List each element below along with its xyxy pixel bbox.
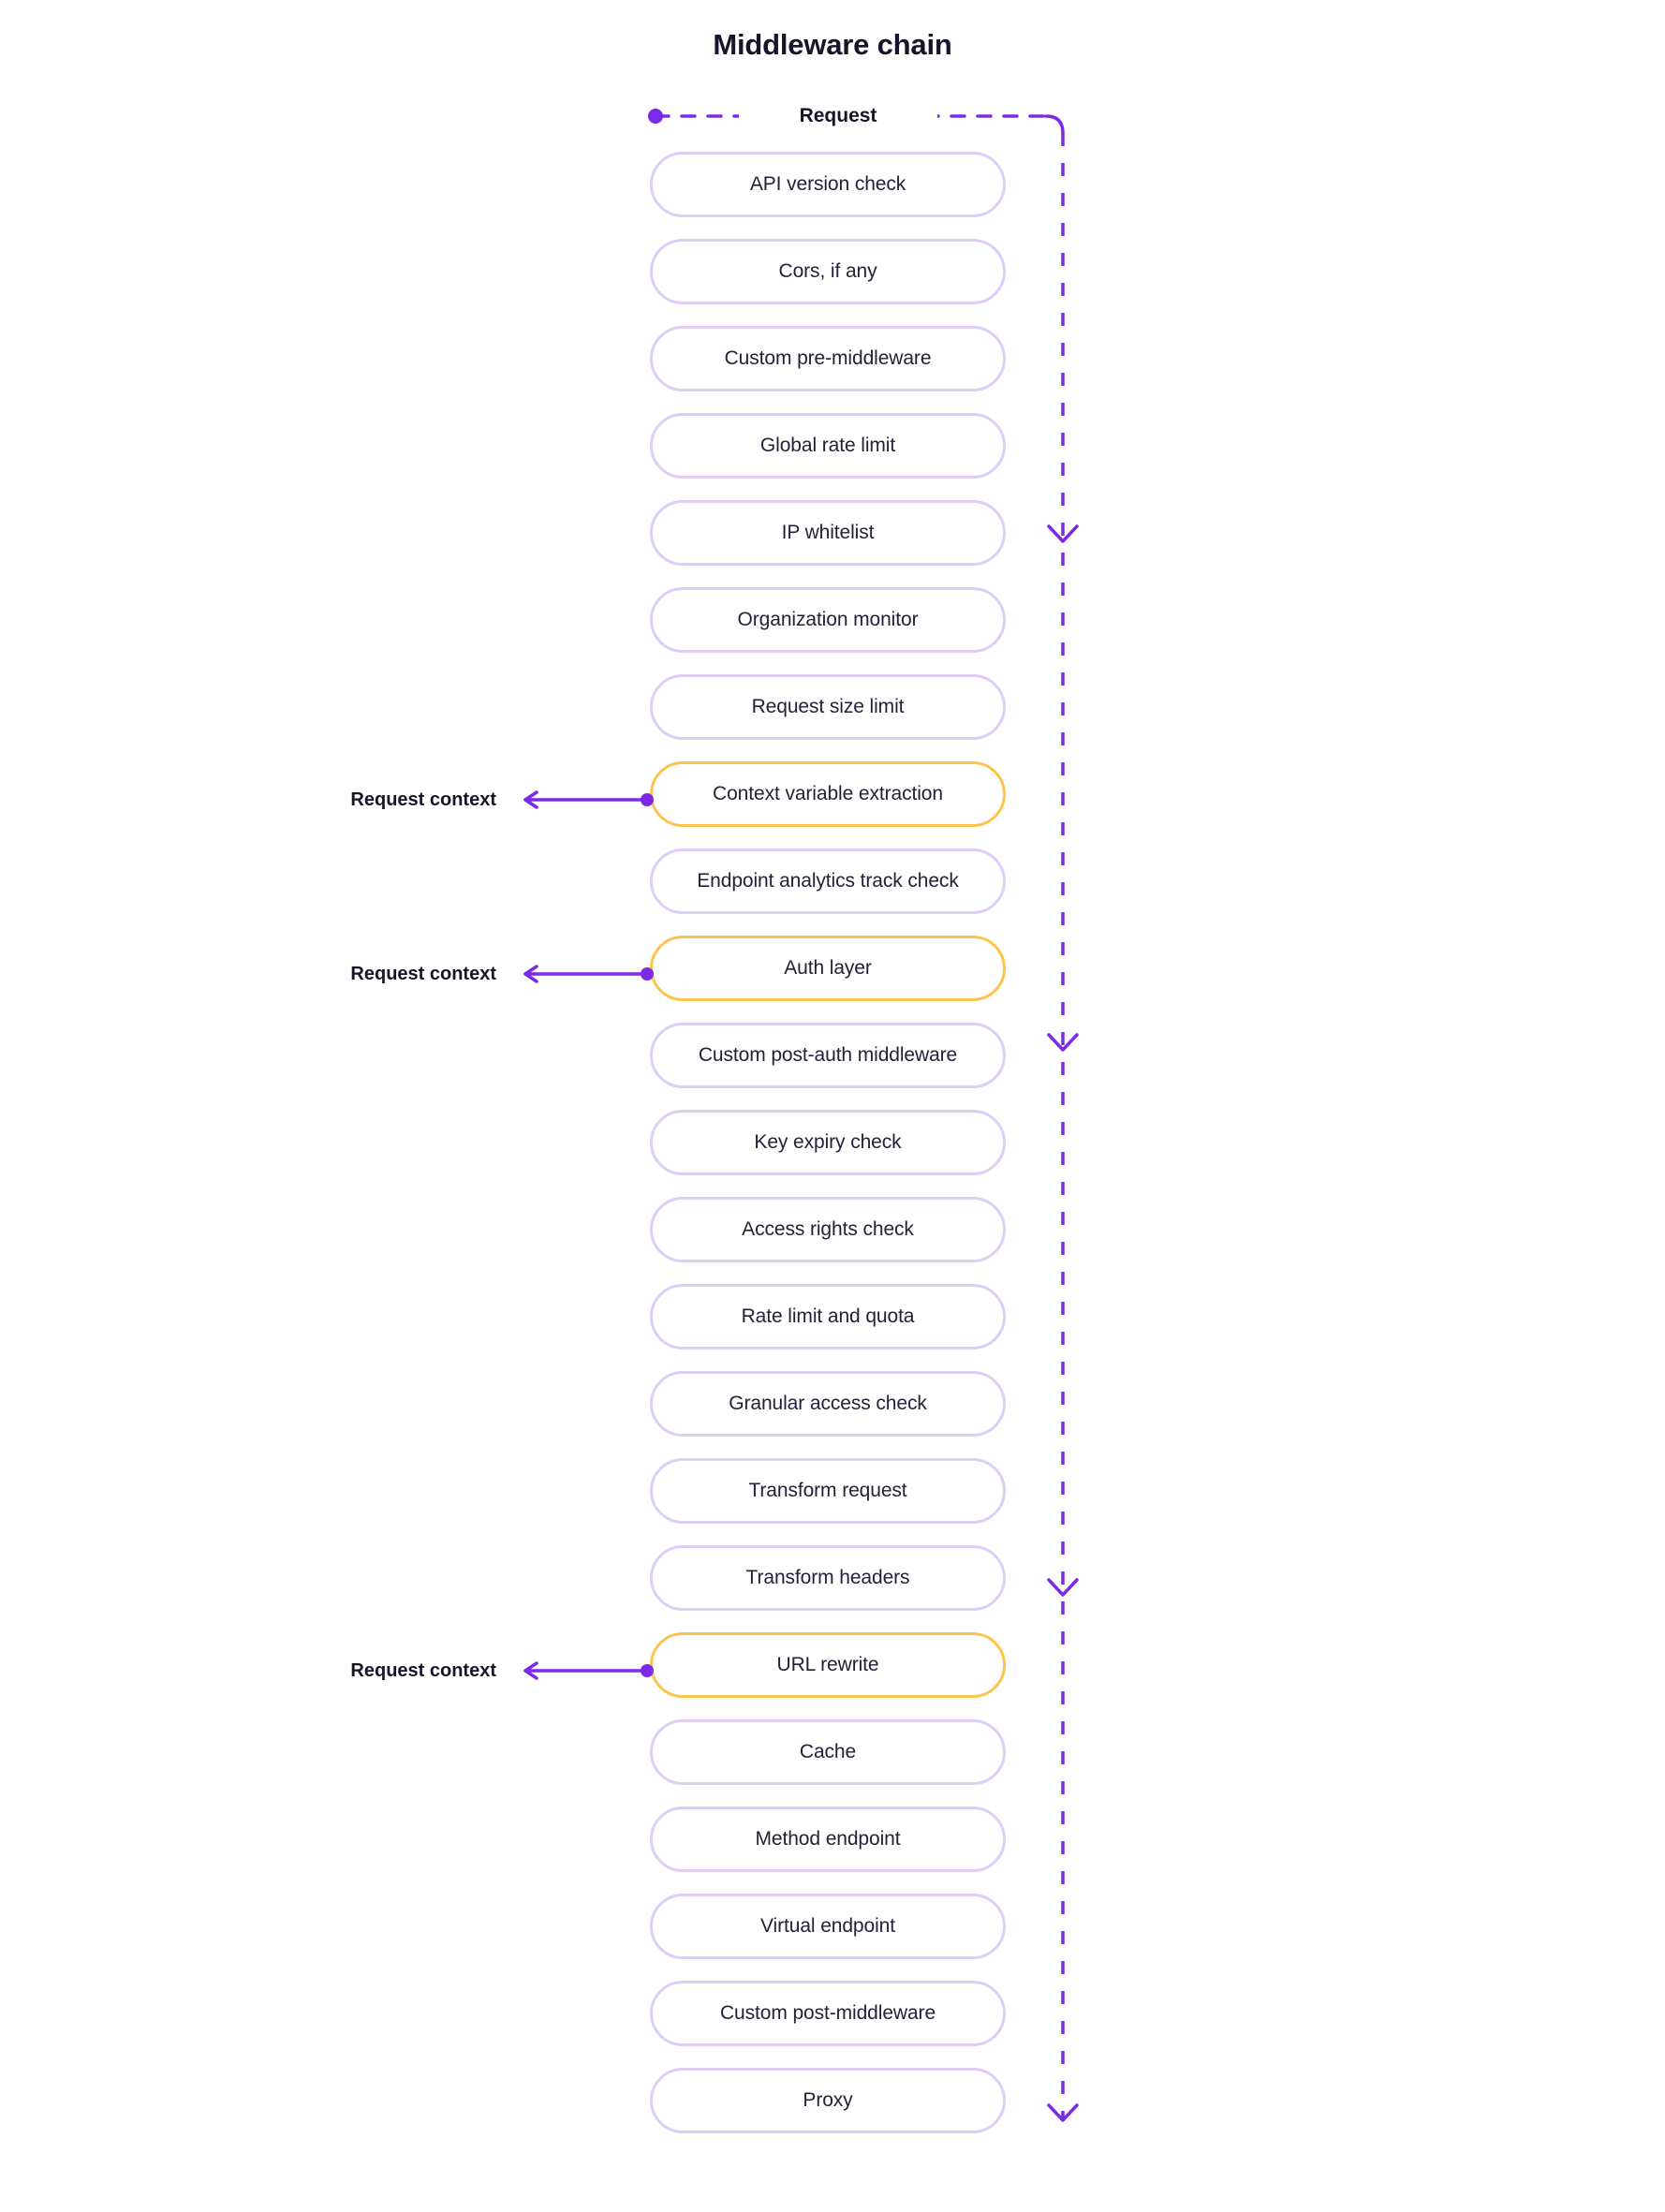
chain-node-method-endpoint[interactable]: Method endpoint: [650, 1806, 1006, 1872]
chain-node-granular-access-check[interactable]: Granular access check: [650, 1371, 1006, 1437]
chain-node-label: Global rate limit: [759, 435, 896, 456]
chain-node-label: Auth layer: [784, 957, 872, 979]
chain-node-transform-request[interactable]: Transform request: [650, 1458, 1006, 1524]
flow-start-dot: [648, 109, 663, 124]
chain-node-label: Granular access check: [729, 1393, 927, 1414]
flow-arrowhead-4: [1047, 2103, 1079, 2122]
chain-node-label: Access rights check: [742, 1218, 914, 1240]
chain-node-label: Key expiry check: [754, 1131, 902, 1153]
chain-node-label: Custom post-auth middleware: [698, 1044, 958, 1066]
chain-node-api-version-check[interactable]: API version check: [650, 152, 1006, 217]
chain-node-request-size-limit[interactable]: Request size limit: [650, 674, 1006, 740]
chain-node-label: Request size limit: [751, 696, 905, 717]
chain-node-custom-pre-middleware[interactable]: Custom pre-middleware: [650, 326, 1006, 391]
chain-node-label: Cache: [799, 1741, 857, 1762]
chain-node-custom-post-auth-middleware[interactable]: Custom post-auth middleware: [650, 1023, 1006, 1088]
chain-node-label: Rate limit and quota: [741, 1305, 915, 1327]
chain-node-label: Transform headers: [745, 1567, 910, 1588]
chain-node-ip-whitelist[interactable]: IP whitelist: [650, 500, 1006, 566]
chain-node-label: Endpoint analytics track check: [697, 870, 959, 892]
chain-node-virtual-endpoint[interactable]: Virtual endpoint: [650, 1894, 1006, 1959]
chain-node-auth-layer[interactable]: Auth layer: [650, 936, 1006, 1001]
flow-corner: [1044, 114, 1065, 135]
chain-node-transform-headers[interactable]: Transform headers: [650, 1545, 1006, 1611]
request-context-arrow-icon: [520, 963, 656, 985]
chain-node-proxy[interactable]: Proxy: [650, 2068, 1006, 2133]
request-context-label: Request context: [350, 1659, 496, 1681]
chain-node-key-expiry-check[interactable]: Key expiry check: [650, 1110, 1006, 1175]
chain-node-label: Proxy: [803, 2089, 853, 2111]
request-context-arrow-icon: [520, 1659, 656, 1682]
chain-node-access-rights-check[interactable]: Access rights check: [650, 1197, 1006, 1262]
flow-arrowhead-1: [1047, 524, 1079, 543]
chain-node-cache[interactable]: Cache: [650, 1719, 1006, 1785]
chain-node-context-variable-extraction[interactable]: Context variable extraction: [650, 761, 1006, 827]
request-context-arrow-icon: [520, 789, 656, 811]
chain-node-url-rewrite[interactable]: URL rewrite: [650, 1632, 1006, 1698]
request-context-annotation-context-variable-extraction: Request context: [281, 767, 656, 833]
request-context-label: Request context: [350, 963, 496, 984]
request-context-label: Request context: [350, 789, 496, 810]
page-title: Middleware chain: [713, 28, 952, 61]
flow-arrowhead-3: [1047, 1578, 1079, 1597]
chain-node-global-rate-limit[interactable]: Global rate limit: [650, 413, 1006, 479]
request-context-annotation-url-rewrite: Request context: [281, 1638, 656, 1703]
chain-node-label: Organization monitor: [737, 609, 919, 630]
chain-node-organization-monitor[interactable]: Organization monitor: [650, 587, 1006, 653]
chain-node-custom-post-middleware[interactable]: Custom post-middleware: [650, 1981, 1006, 2046]
chain-node-label: IP whitelist: [781, 522, 875, 543]
flow-arrowhead-2: [1047, 1033, 1079, 1052]
chain-node-cors[interactable]: Cors, if any: [650, 239, 1006, 304]
chain-node-endpoint-analytics-track-check[interactable]: Endpoint analytics track check: [650, 848, 1006, 914]
chain-node-label: Context variable extraction: [713, 783, 943, 804]
chain-node-label: Cors, if any: [778, 260, 877, 282]
chain-node-label: Virtual endpoint: [760, 1915, 895, 1937]
middleware-chain-list: API version check Cors, if any Custom pr…: [650, 152, 1006, 2155]
chain-node-label: API version check: [749, 173, 906, 195]
chain-node-label: Custom post-middleware: [719, 2002, 936, 2024]
chain-node-label: Method endpoint: [755, 1828, 901, 1850]
chain-node-rate-limit-and-quota[interactable]: Rate limit and quota: [650, 1284, 1006, 1349]
chain-node-label: URL rewrite: [776, 1654, 879, 1675]
request-context-annotation-auth-layer: Request context: [281, 941, 656, 1007]
request-label: Request: [739, 103, 937, 129]
chain-node-label: Transform request: [748, 1480, 907, 1501]
chain-node-label: Custom pre-middleware: [724, 347, 932, 369]
